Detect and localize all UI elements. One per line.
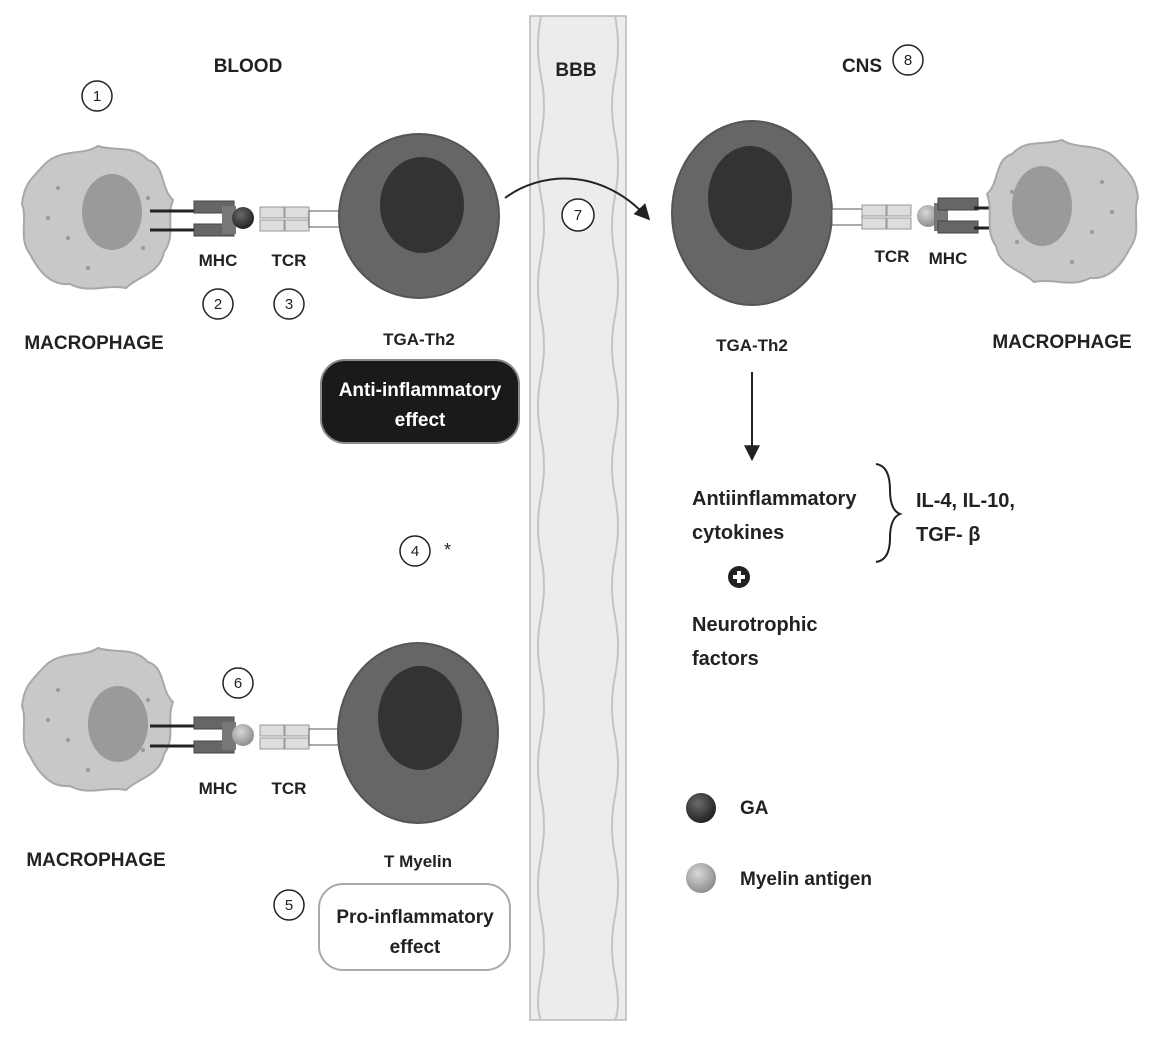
legend-ga-label: GA [740, 798, 769, 819]
bbb-crossing-arrow [504, 177, 651, 221]
svg-text:Anti-inflammatory: Anti-inflammatory [339, 380, 502, 401]
macrophage-top-left [21, 145, 174, 290]
legend: GA Myelin antigen [686, 793, 872, 893]
svg-text:2: 2 [214, 296, 222, 313]
step-7-marker: 7 [561, 198, 595, 232]
mhc-label-right: MHC [929, 249, 968, 268]
tcr-label-top: TCR [272, 251, 307, 270]
t-myelin-cell [337, 642, 499, 824]
step-5-marker: 5 [273, 889, 305, 921]
pro-inflammatory-effect-box: Pro-inflammatory effect [318, 883, 511, 971]
legend-myelin-swatch [686, 863, 716, 893]
region-bbb-label: BBB [555, 60, 596, 81]
step-3-marker: 3 [273, 288, 305, 320]
svg-text:7: 7 [574, 207, 582, 224]
tga-th2-label-top: TGA-Th2 [383, 330, 455, 349]
neurotrophic-label-line2: factors [692, 648, 759, 670]
macrophage-label-bottom-left: MACROPHAGE [26, 850, 165, 871]
neurotrophic-label-line1: Neurotrophic [692, 614, 818, 636]
cytokine-brace [875, 463, 903, 563]
mhc-label-bottom: MHC [199, 779, 238, 798]
plus-icon [728, 566, 750, 588]
tcr-complex-top [259, 206, 342, 232]
macrophage-right [986, 139, 1139, 284]
tcr-label-bottom: TCR [272, 779, 307, 798]
svg-text:effect: effect [390, 937, 441, 958]
svg-text:6: 6 [234, 675, 242, 692]
ga-antigen-top [232, 207, 254, 229]
step-4-marker: 4 [399, 535, 431, 567]
myelin-antigen-bottom [232, 724, 254, 746]
step-1-marker: 1 [81, 80, 113, 112]
macrophage-bottom-left [21, 647, 174, 792]
region-blood-label: BLOOD [214, 56, 283, 77]
tga-th2-cell-top [338, 133, 500, 299]
tga-th2-cell-right [671, 120, 833, 306]
tcr-complex-bottom [259, 724, 342, 750]
anti-inflammatory-effect-box: Anti-inflammatory effect [320, 359, 520, 444]
svg-text:8: 8 [904, 52, 912, 69]
legend-myelin-label: Myelin antigen [740, 869, 872, 890]
step-6-marker: 6 [222, 667, 254, 699]
cytokines-label-line2: cytokines [692, 522, 784, 544]
mhc-complex-top [150, 200, 236, 237]
tga-th2-label-right: TGA-Th2 [716, 336, 788, 355]
tcr-label-right: TCR [875, 247, 910, 266]
cytokine-list-line1: IL-4, IL-10, [916, 490, 1015, 512]
myelin-antigen-right [917, 205, 939, 227]
svg-text:effect: effect [395, 410, 446, 431]
step-8-marker: 8 [892, 44, 924, 76]
legend-ga-swatch [686, 793, 716, 823]
bbb-barrier [529, 15, 627, 1021]
svg-text:5: 5 [285, 897, 293, 914]
svg-text:1: 1 [93, 88, 101, 105]
step-4-asterisk: * [444, 540, 451, 560]
svg-text:Pro-inflammatory: Pro-inflammatory [336, 907, 494, 928]
tcr-complex-right [831, 204, 912, 230]
macrophage-label-top-left: MACROPHAGE [24, 333, 163, 354]
svg-text:4: 4 [411, 543, 419, 560]
macrophage-label-right: MACROPHAGE [992, 332, 1131, 353]
region-cns-label: CNS [842, 56, 882, 77]
cytokine-list-line2: TGF- β [916, 524, 980, 546]
cytokines-label-line1: Antiinflammatory [692, 488, 857, 510]
svg-text:3: 3 [285, 296, 293, 313]
mhc-label-top: MHC [199, 251, 238, 270]
mhc-complex-bottom [150, 716, 236, 754]
t-myelin-label: T Myelin [384, 852, 452, 871]
step-2-marker: 2 [202, 288, 234, 320]
